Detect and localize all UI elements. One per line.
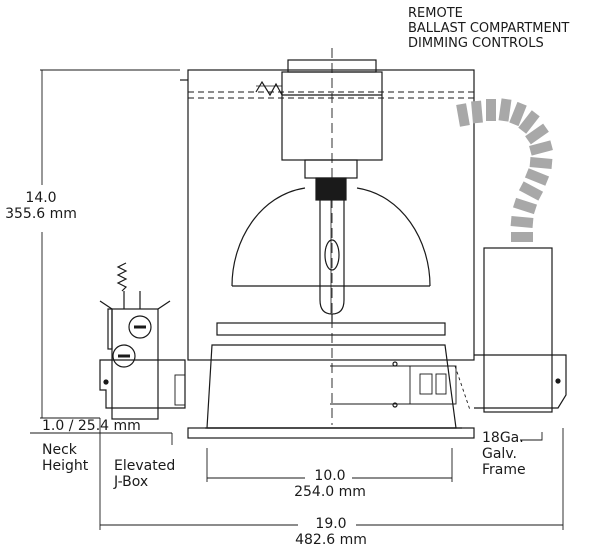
remote-label-line1: REMOTE <box>408 6 463 21</box>
inner-width-dimension <box>206 448 453 482</box>
outer-width-inches: 19.0 <box>315 516 347 532</box>
frame-line2: Galv. <box>482 446 517 462</box>
flex-conduit <box>456 98 553 242</box>
elevated-jbox-label: Elevated J-Box <box>114 458 175 490</box>
height-dimension <box>40 69 180 419</box>
neck-height-label: Neck Height <box>42 442 88 474</box>
frame-line1: 18Ga. <box>482 430 524 446</box>
frame-leader <box>520 432 543 441</box>
inner-width-mm: 254.0 mm <box>294 484 366 500</box>
height-inches: 14.0 <box>25 190 57 206</box>
socket-assembly <box>255 59 383 201</box>
ballast-box <box>483 247 553 413</box>
frame-label: 18Ga. Galv. Frame <box>482 430 526 478</box>
remote-label-line2: BALLAST COMPARTMENT <box>408 21 570 36</box>
remote-ballast-label: REMOTE BALLAST COMPARTMENT DIMMING CONTR… <box>408 6 569 51</box>
inner-width-inches: 10.0 <box>314 468 346 484</box>
elevated-j-box <box>99 262 171 420</box>
trim <box>187 322 475 439</box>
outer-width-mm: 482.6 mm <box>295 532 367 548</box>
remote-label-line3: DIMMING CONTROLS <box>408 36 544 51</box>
neck-height-line2: Height <box>42 458 89 474</box>
frame-line3: Frame <box>482 462 526 478</box>
outer-width-dimension <box>99 418 564 530</box>
inner-width-label: 10.0 254.0 mm <box>290 468 370 500</box>
mounting-frame <box>99 354 567 411</box>
housing <box>180 69 475 361</box>
neck-dimension-label: 1.0 / 25.4 mm <box>42 418 141 434</box>
jbox-line1: Elevated <box>114 458 176 474</box>
height-mm: 355.6 mm <box>5 206 77 222</box>
height-label: 14.0 355.6 mm <box>2 190 80 222</box>
outer-width-label: 19.0 482.6 mm <box>287 516 375 548</box>
neck-height-line1: Neck <box>42 442 77 458</box>
jbox-line2: J-Box <box>114 474 149 490</box>
lamp <box>319 200 345 322</box>
